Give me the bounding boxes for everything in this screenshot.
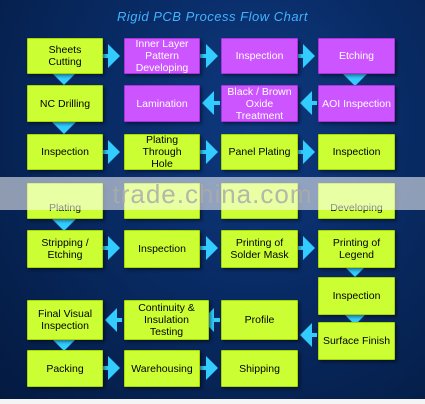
step-inspection-5: Inspection (318, 277, 395, 315)
watermark-text: trade.china.com (112, 179, 313, 209)
step-panel-plating: Panel Plating (221, 134, 298, 170)
step-nc-drilling: NC Drilling (27, 85, 103, 122)
step-final-visual-inspection: Final Visual Inspection (27, 300, 103, 340)
bottom-strip (0, 399, 425, 404)
chart-title: Rigid PCB Process Flow Chart (117, 9, 308, 24)
watermark-band (0, 177, 425, 210)
step-inner-layer-pattern-developing: Inner Layer Pattern Developing (124, 38, 200, 74)
step-sheets-cutting: Sheets Cutting (27, 38, 103, 74)
step-profile: Profile (221, 300, 298, 340)
step-inspection-1: Inspection (221, 38, 298, 74)
step-continuity-insulation-testing: Continuity & Insulation Testing (124, 300, 209, 340)
step-etching: Etching (318, 38, 395, 74)
step-printing-legend: Printing of Legend (318, 230, 395, 268)
step-inspection-3: Inspection (318, 134, 395, 170)
step-packing: Packing (27, 350, 103, 387)
step-inspection-2: Inspection (27, 134, 103, 170)
step-plating-through-hole: Plating Through Hole (124, 134, 200, 170)
step-stripping-etching: Stripping / Etching (27, 230, 103, 268)
step-lamination: Lamination (124, 85, 200, 122)
step-warehousing: Warehousing (124, 350, 200, 387)
step-printing-solder-mask: Printing of Solder Mask (221, 230, 298, 268)
step-aoi-inspection: AOI Inspection (318, 85, 395, 122)
step-inspection-4: Inspection (124, 230, 200, 268)
step-surface-finish: Surface Finish (318, 322, 395, 360)
step-black-brown-oxide-treatment: Black / Brown Oxide Treatment (221, 85, 298, 122)
step-shipping: Shipping (221, 350, 298, 387)
